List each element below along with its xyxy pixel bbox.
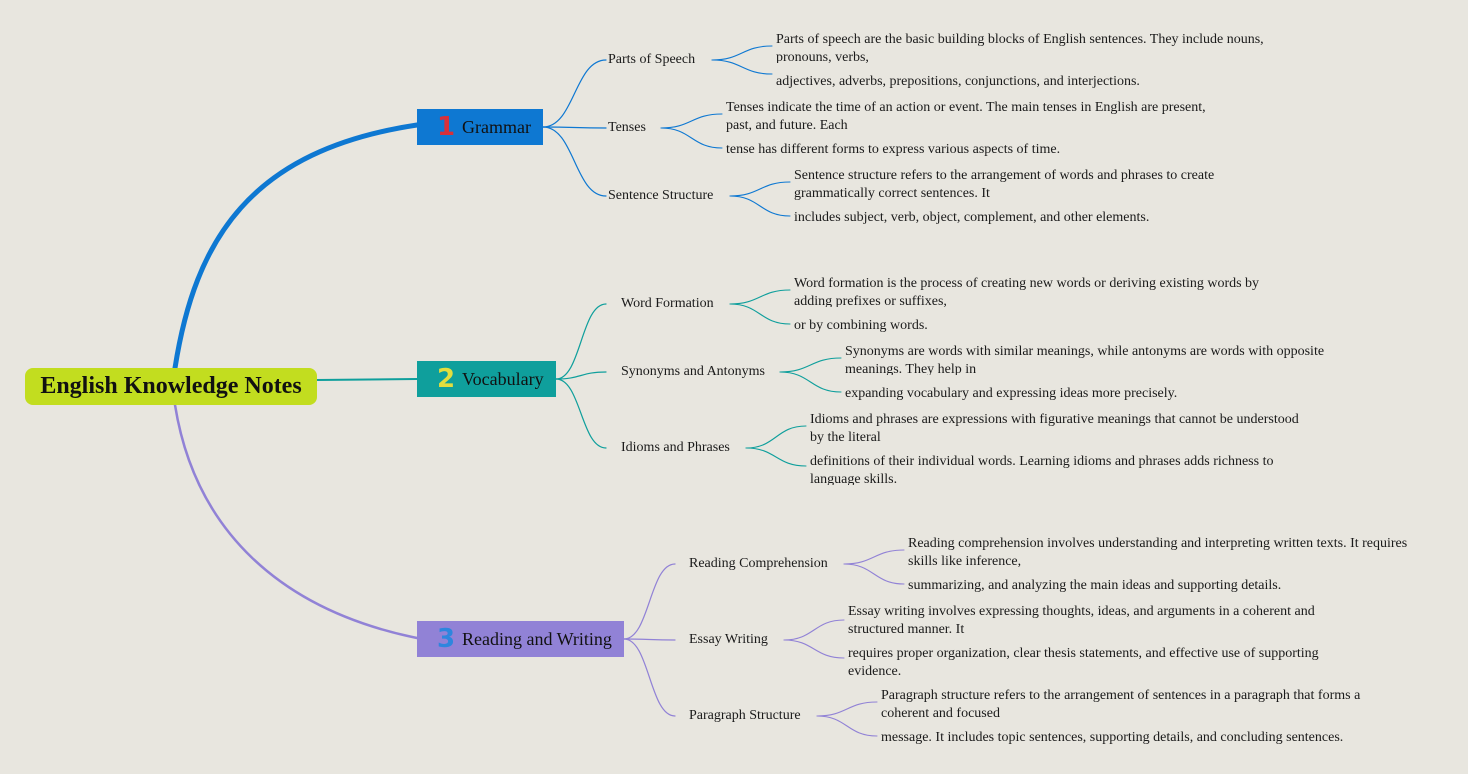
connector-leaf-1-0-1 bbox=[729, 303, 791, 325]
note[interactable]: Essay writing involves expressing though… bbox=[848, 604, 1315, 637]
connector-leaf-2-2-1 bbox=[816, 715, 878, 737]
subtopic-idioms-phrases[interactable]: Idioms and Phrases bbox=[621, 440, 730, 455]
connector-sub-0-1 bbox=[542, 126, 607, 129]
connector-sub-1-0 bbox=[555, 303, 607, 380]
connector-leaf-2-1-0 bbox=[783, 619, 845, 641]
connector-leaf-2-1-1 bbox=[783, 639, 845, 659]
connector-sub-1-2 bbox=[555, 378, 607, 449]
note[interactable]: summarizing, and analyzing the main idea… bbox=[908, 578, 1282, 593]
number-1-icon: 1 bbox=[436, 112, 456, 142]
topic-title: Reading and Writing bbox=[462, 628, 612, 649]
note[interactable]: tense has different forms to express var… bbox=[726, 142, 1061, 157]
subtopic-paragraph-structure[interactable]: Paragraph Structure bbox=[689, 708, 801, 723]
note[interactable]: Sentence structure refers to the arrange… bbox=[794, 168, 1215, 201]
connector-leaf-0-2-1 bbox=[729, 195, 791, 217]
subtopic-reading-comprehension[interactable]: Reading Comprehension bbox=[689, 556, 828, 571]
root-title: English Knowledge Notes bbox=[40, 373, 302, 399]
note[interactable]: Paragraph structure refers to the arrang… bbox=[881, 688, 1361, 721]
connector-root-vocabulary bbox=[316, 378, 418, 381]
subtopic-sentence-structure[interactable]: Sentence Structure bbox=[608, 188, 714, 203]
note[interactable]: or by combining words. bbox=[794, 318, 928, 333]
note[interactable]: Word formation is the process of creatin… bbox=[794, 276, 1260, 307]
note[interactable]: Synonyms are words with similar meanings… bbox=[845, 344, 1325, 375]
connector-sub-2-2 bbox=[623, 638, 676, 717]
subtopic-synonyms-antonyms[interactable]: Synonyms and Antonyms bbox=[621, 364, 765, 379]
connector-leaf-0-2-0 bbox=[729, 181, 791, 197]
topic-title: Grammar bbox=[462, 116, 531, 137]
connector-leaf-1-1-1 bbox=[779, 371, 842, 393]
subtopic-word-formation[interactable]: Word Formation bbox=[621, 296, 714, 311]
connector-leaf-2-0-0 bbox=[843, 549, 905, 565]
note[interactable]: definitions of their individual words. L… bbox=[810, 454, 1274, 485]
connector-sub-2-0 bbox=[623, 563, 676, 640]
topic-grammar[interactable]: 1 Grammar bbox=[417, 109, 543, 145]
topic-reading-and-writing[interactable]: 3 Reading and Writing bbox=[417, 621, 624, 657]
note[interactable]: requires proper organization, clear thes… bbox=[848, 646, 1319, 679]
subtopic-tenses[interactable]: Tenses bbox=[608, 120, 646, 135]
topic-title: Vocabulary bbox=[462, 368, 544, 389]
note[interactable]: Reading comprehension involves understan… bbox=[908, 536, 1408, 569]
note[interactable]: adjectives, adverbs, prepositions, conju… bbox=[776, 74, 1140, 89]
root-topic[interactable]: English Knowledge Notes bbox=[25, 368, 317, 405]
connector-leaf-1-0-0 bbox=[729, 289, 791, 305]
topic-vocabulary[interactable]: 2 Vocabulary bbox=[417, 361, 556, 397]
connector-root-reading-writing bbox=[173, 403, 419, 640]
connector-sub-1-1 bbox=[555, 371, 607, 380]
note[interactable]: expanding vocabulary and expressing idea… bbox=[845, 386, 1178, 401]
connector-leaf-0-0-1 bbox=[711, 59, 773, 75]
connector-leaf-0-1-0 bbox=[660, 113, 723, 129]
connector-leaf-1-1-0 bbox=[779, 357, 842, 373]
connector-leaf-0-1-1 bbox=[660, 127, 723, 149]
note[interactable]: includes subject, verb, object, compleme… bbox=[794, 210, 1150, 225]
subtopic-parts-of-speech[interactable]: Parts of Speech bbox=[608, 52, 696, 67]
connector-leaf-1-2-1 bbox=[745, 447, 807, 467]
note[interactable]: message. It includes topic sentences, su… bbox=[881, 730, 1344, 745]
note[interactable]: Idioms and phrases are expressions with … bbox=[810, 412, 1299, 445]
connector-sub-0-0 bbox=[542, 59, 607, 128]
note[interactable]: Tenses indicate the time of an action or… bbox=[726, 100, 1206, 133]
connector-sub-0-2 bbox=[542, 126, 607, 197]
number-2-icon: 2 bbox=[436, 364, 456, 394]
connector-sub-2-1 bbox=[623, 638, 676, 641]
connector-leaf-1-2-0 bbox=[745, 425, 807, 449]
connector-leaf-0-0-0 bbox=[711, 45, 773, 61]
connector-leaf-2-0-1 bbox=[843, 563, 905, 585]
connector-leaf-2-2-0 bbox=[816, 701, 878, 717]
number-3-icon: 3 bbox=[436, 624, 456, 654]
subtopic-essay-writing[interactable]: Essay Writing bbox=[689, 632, 768, 647]
note[interactable]: Parts of speech are the basic building b… bbox=[776, 32, 1264, 63]
connector-root-grammar bbox=[172, 122, 420, 371]
